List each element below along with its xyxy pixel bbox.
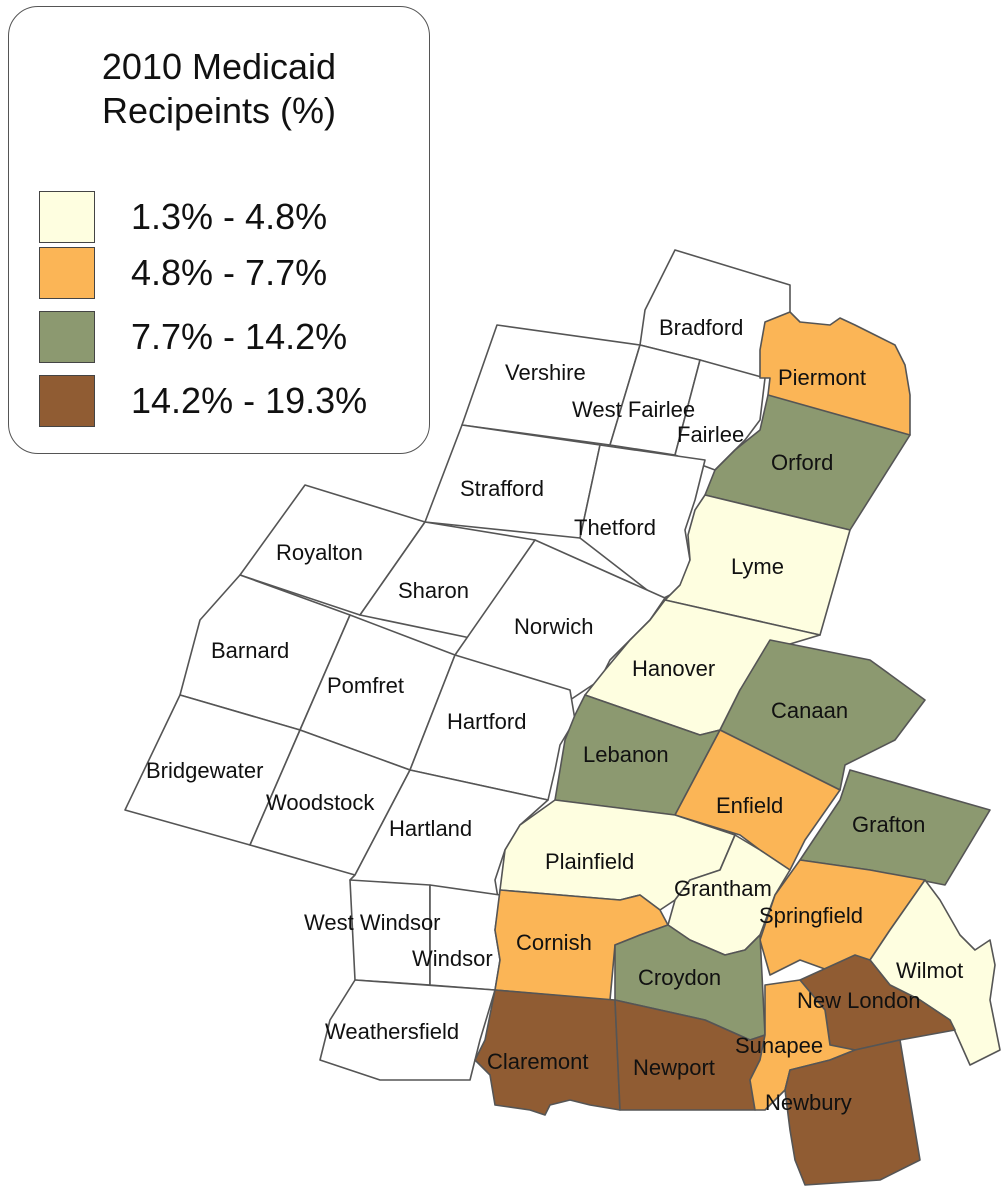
town-labels: Bradford Vershire West Fairlee Fairlee P… <box>146 315 963 1115</box>
nh-towns <box>474 311 1001 1186</box>
legend-label: 1.3% - 4.8% <box>131 196 328 237</box>
label-west-windsor: West Windsor <box>304 910 441 935</box>
town-orford[interactable] <box>704 394 911 531</box>
label-bradford: Bradford <box>659 315 743 340</box>
legend-swatch <box>39 247 95 299</box>
legend-label: 4.8% - 7.7% <box>131 252 328 293</box>
label-newport: Newport <box>633 1055 715 1080</box>
label-hanover: Hanover <box>632 656 715 681</box>
label-lyme: Lyme <box>731 554 784 579</box>
label-lebanon: Lebanon <box>583 742 669 767</box>
label-hartford: Hartford <box>447 709 526 734</box>
town-canaan[interactable] <box>719 639 926 791</box>
label-new-london: New London <box>797 988 921 1013</box>
label-pomfret: Pomfret <box>327 673 404 698</box>
label-woodstock: Woodstock <box>266 790 375 815</box>
label-croydon: Croydon <box>638 965 721 990</box>
legend-label: 7.7% - 14.2% <box>131 316 348 357</box>
label-enfield: Enfield <box>716 793 783 818</box>
legend-swatch <box>39 311 95 363</box>
legend-row: 14.2% - 19.3% <box>39 373 367 429</box>
legend-row: 7.7% - 14.2% <box>39 309 347 365</box>
town-weathersfield[interactable] <box>319 979 496 1081</box>
town-windsor[interactable] <box>429 884 501 991</box>
legend-row: 1.3% - 4.8% <box>39 189 327 245</box>
label-vershire: Vershire <box>505 360 586 385</box>
label-sunapee: Sunapee <box>735 1033 823 1058</box>
legend-label: 14.2% - 19.3% <box>131 380 368 421</box>
legend-title-line1: 2010 Medicaid <box>101 46 337 87</box>
label-sharon: Sharon <box>398 578 469 603</box>
label-windsor: Windsor <box>412 946 493 971</box>
legend-row: 4.8% - 7.7% <box>39 245 327 301</box>
label-wilmot: Wilmot <box>896 958 963 983</box>
label-norwich: Norwich <box>514 614 593 639</box>
label-canaan: Canaan <box>771 698 848 723</box>
legend-swatch <box>39 191 95 243</box>
label-grantham: Grantham <box>674 876 772 901</box>
label-thetford: Thetford <box>574 515 656 540</box>
label-claremont: Claremont <box>487 1049 588 1074</box>
legend-swatch <box>39 375 95 427</box>
label-grafton: Grafton <box>852 812 925 837</box>
label-fairlee: Fairlee <box>677 422 744 447</box>
label-plainfield: Plainfield <box>545 849 634 874</box>
label-west-fairlee: West Fairlee <box>572 397 695 422</box>
label-piermont: Piermont <box>778 365 866 390</box>
label-bridgewater: Bridgewater <box>146 758 263 783</box>
label-royalton: Royalton <box>276 540 363 565</box>
label-orford: Orford <box>771 450 833 475</box>
label-weathersfield: Weathersfield <box>325 1019 459 1044</box>
legend-title: 2010 Medicaid Recipeints (%) <box>9 45 429 133</box>
label-strafford: Strafford <box>460 476 544 501</box>
label-newbury: Newbury <box>765 1090 852 1115</box>
town-newbury[interactable] <box>784 1039 921 1186</box>
label-springfield: Springfield <box>759 903 863 928</box>
town-lyme[interactable] <box>664 494 851 636</box>
label-barnard: Barnard <box>211 638 289 663</box>
label-hartland: Hartland <box>389 816 472 841</box>
map-legend: 2010 Medicaid Recipeints (%) 1.3% - 4.8%… <box>8 6 430 454</box>
town-vershire[interactable] <box>461 324 641 446</box>
legend-title-line2: Recipeints (%) <box>101 90 337 131</box>
label-cornish: Cornish <box>516 930 592 955</box>
